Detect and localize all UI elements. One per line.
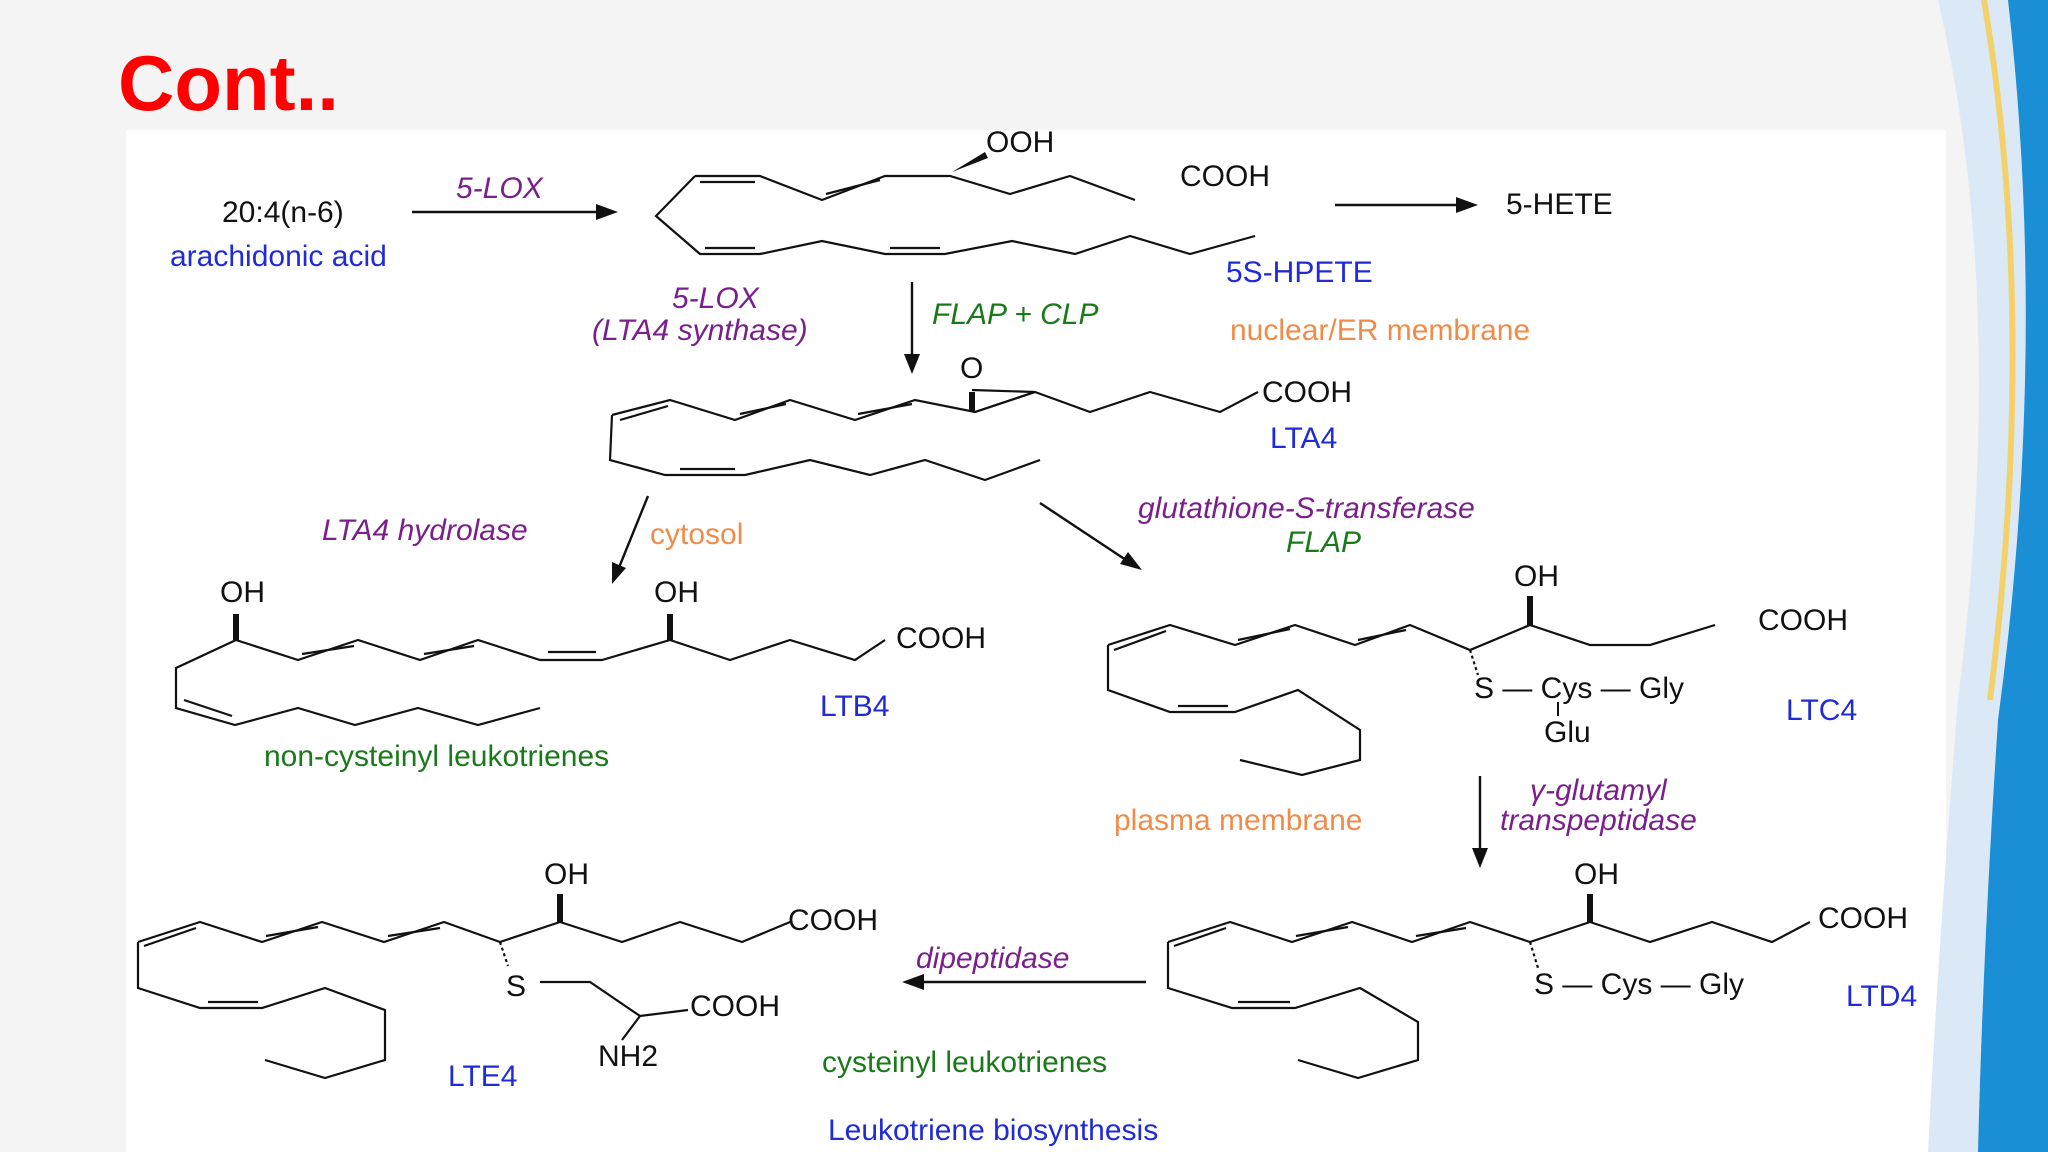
enzyme-ggt-line2: transpeptidase bbox=[1500, 804, 1697, 837]
ltd4-structure bbox=[1166, 920, 1811, 1080]
compound-ltc4: LTC4 bbox=[1786, 694, 1857, 727]
ltc4-peptide: S — Cys — Gly bbox=[1474, 672, 1684, 705]
ltc4-structure bbox=[1106, 623, 1716, 777]
group-oh-ltb4-1: OH bbox=[220, 576, 265, 609]
location-cytosol: cytosol bbox=[650, 518, 743, 551]
group-oh-ltd4: OH bbox=[1574, 858, 1619, 891]
ltc4-glu: Glu bbox=[1544, 716, 1591, 749]
class-cysteinyl: cysteinyl leukotrienes bbox=[822, 1046, 1107, 1079]
compound-ltb4: LTB4 bbox=[820, 690, 889, 723]
enzyme-5lox: 5-LOX bbox=[456, 172, 544, 205]
substrate-name: arachidonic acid bbox=[170, 240, 387, 273]
product-5hete: 5-HETE bbox=[1506, 188, 1613, 221]
slide-title: Cont.. bbox=[118, 39, 339, 127]
arrow-lta4-to-ltc4 bbox=[1039, 501, 1142, 570]
group-oh-lte4: OH bbox=[544, 858, 589, 891]
enzyme-ggt-line1: γ-glutamyl bbox=[1530, 774, 1668, 807]
compound-5shpete: 5S-HPETE bbox=[1226, 256, 1373, 289]
arrow-ltd4-to-lte4 bbox=[902, 974, 1146, 990]
lte4-sulfur: S bbox=[506, 970, 526, 1003]
epoxide-bridge bbox=[971, 388, 1036, 394]
group-ooh: OOH bbox=[986, 126, 1054, 159]
ooh-wedge-bond bbox=[952, 152, 988, 172]
group-cooh-ltd4: COOH bbox=[1818, 902, 1908, 935]
group-oh-ltb4-2: OH bbox=[654, 576, 699, 609]
enzyme-lta4-hydrolase: LTA4 hydrolase bbox=[322, 514, 528, 547]
class-noncysteinyl: non-cysteinyl leukotrienes bbox=[264, 740, 609, 773]
group-cooh-hpete: COOH bbox=[1180, 160, 1270, 193]
group-cooh-ltb4: COOH bbox=[896, 622, 986, 655]
substrate-formula: 20:4(n-6) bbox=[222, 196, 344, 229]
enzyme-gst: glutathione-S-transferase bbox=[1138, 492, 1475, 525]
group-cooh-lte4-2: COOH bbox=[690, 990, 780, 1023]
arrow-hpete-to-hete bbox=[1335, 197, 1478, 213]
cofactor-flap-clp: FLAP + CLP bbox=[932, 298, 1098, 331]
location-plasma-membrane: plasma membrane bbox=[1114, 804, 1362, 837]
decorative-swoosh bbox=[1928, 0, 2048, 1152]
compound-ltd4: LTD4 bbox=[1846, 980, 1917, 1013]
compound-lte4: LTE4 bbox=[448, 1060, 517, 1093]
ltb4-structure bbox=[174, 638, 886, 727]
arrow-ltc4-to-ltd4 bbox=[1472, 776, 1488, 868]
group-cooh-lta4: COOH bbox=[1262, 376, 1352, 409]
location-nuclear-er: nuclear/ER membrane bbox=[1230, 314, 1530, 347]
group-epoxide-o: O bbox=[960, 352, 983, 385]
enzyme-dipeptidase: dipeptidase bbox=[916, 942, 1069, 975]
enzyme-5lox-second: 5-LOX bbox=[672, 282, 760, 315]
arrow-aa-to-hpete bbox=[412, 204, 618, 220]
group-cooh-lte4-1: COOH bbox=[788, 904, 878, 937]
diagram-caption: Leukotriene biosynthesis bbox=[828, 1114, 1158, 1147]
cofactor-flap: FLAP bbox=[1286, 526, 1361, 559]
arrow-lta4-to-ltb4 bbox=[612, 495, 650, 584]
compound-lta4: LTA4 bbox=[1270, 422, 1337, 455]
lte4-amine: NH2 bbox=[598, 1040, 658, 1073]
arrow-hpete-to-lta4 bbox=[904, 282, 920, 374]
ltd4-peptide: S — Cys — Gly bbox=[1534, 968, 1744, 1001]
lte4-structure bbox=[136, 920, 791, 1080]
enzyme-lta4-synthase: (LTA4 synthase) bbox=[592, 314, 808, 347]
lta4-structure bbox=[608, 390, 1259, 482]
hpete-structure bbox=[654, 174, 1256, 256]
group-oh-ltc4: OH bbox=[1514, 560, 1559, 593]
group-cooh-ltc4: COOH bbox=[1758, 604, 1848, 637]
